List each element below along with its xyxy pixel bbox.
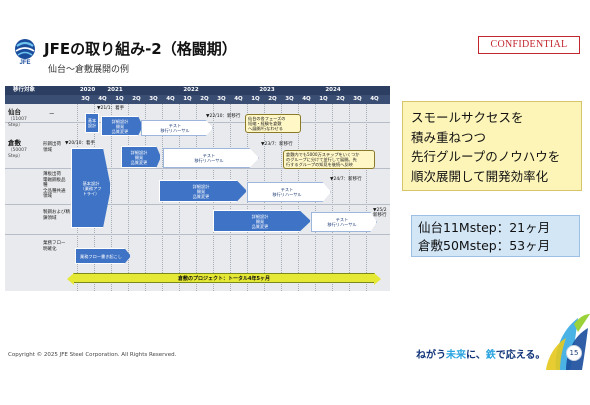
- year-2023: 2023: [259, 87, 275, 93]
- grid-line: [111, 104, 112, 291]
- note-sendai-learnings: 仙台の各フェーズの 短縮・経験を倉敷 へ展開/行なわせる: [245, 114, 301, 133]
- slogan-part: で応える。: [495, 350, 546, 361]
- group-label-sheet: 薄板出荷 電磁鋼板品 種 全品種共通 領域: [43, 172, 66, 199]
- quarter-cell: 4Q: [234, 96, 243, 102]
- quarter-cell: 1Q: [251, 96, 260, 102]
- bar-group2-detail-design: 詳細設計 開発 品質変更: [159, 180, 247, 202]
- key-message-box: スモールサクセスを 積み重ねつつ 先行グループのノウハウを 順次展開して開発効率…: [402, 101, 582, 191]
- key-message-line: 先行グループのノウハウを: [411, 149, 561, 164]
- quarter-cell: 3Q: [217, 96, 226, 102]
- row-label-sendai: 仙台: [8, 108, 21, 116]
- group-label-steelmaking: 製鋼および精 錬領域: [43, 210, 70, 221]
- quarter-cell: 1Q: [319, 96, 328, 102]
- quarter-cell: 3Q: [81, 96, 90, 102]
- year-2024: 2024: [325, 87, 341, 93]
- duration-kurashiki: 倉敷50Mstep：53ヶ月: [418, 238, 551, 253]
- bar-group1-detail-design: 詳細設計 開発 品質変更: [121, 146, 161, 168]
- page-number: 15: [566, 345, 582, 361]
- quarter-header-row: 3Q 4Q 1Q 2Q 3Q 4Q 1Q 2Q 3Q 4Q 1Q 2Q 3Q 4Q 1Q 2Q 3Q 4Q: [5, 95, 390, 104]
- bar-group2-test: テスト 移行リハーサル: [247, 182, 331, 202]
- bar-kurashiki-basic-design: 基本設計 （業務アフ トライ）: [71, 148, 111, 228]
- group-label-shape-steel: 形鋼出荷 領域: [43, 142, 61, 153]
- bar-sendai-detail-design: 詳細設計 開発 品質変更: [101, 116, 143, 136]
- decorative-swoosh-icon: [546, 314, 590, 370]
- total-duration-bar: 倉敷のプロジェクト：トータル4年5ヶ月: [67, 273, 381, 285]
- quarter-cell: 3Q: [285, 96, 294, 102]
- row-detail-sendai: （11007 Step）: [8, 117, 27, 128]
- grid-line: [349, 104, 350, 291]
- row-label-kurashiki: 倉敷: [8, 139, 21, 147]
- slogan-part: に、: [466, 350, 486, 361]
- row-separator: [5, 234, 390, 235]
- year-2022: 2022: [183, 87, 199, 93]
- quarter-cell: 4Q: [370, 96, 379, 102]
- corner-label: 移行対象: [12, 87, 35, 93]
- duration-sendai: 仙台11Mstep：21ヶ月: [418, 220, 551, 235]
- year-2021: 2021: [107, 87, 123, 93]
- confidential-stamp: CONFIDENTIAL: [478, 36, 580, 54]
- quarter-cell: 1Q: [115, 96, 124, 102]
- milestone-group2-cutover: ▼24/7：新移行: [330, 177, 362, 182]
- logo-wordmark: JFE: [19, 60, 31, 66]
- quarter-cell: 4Q: [166, 96, 175, 102]
- grid-line: [366, 104, 367, 291]
- corporate-slogan: ねがう未来に、鉄で応える。: [416, 346, 545, 361]
- key-message-line: 積み重ねつつ: [411, 129, 487, 145]
- row-sub-sendai: ー: [49, 112, 55, 118]
- quarter-cell: 2Q: [336, 96, 345, 102]
- bar-group1-test: テスト 移行リハーサル: [163, 148, 259, 168]
- page-title: JFEの取り組み-2（格闘期）: [44, 40, 237, 58]
- row-detail-kurashiki: （50007 Step）: [8, 148, 27, 159]
- slogan-highlight: 鉄: [485, 350, 496, 361]
- milestone-group1-cutover: ▼23/7：新移行: [261, 142, 293, 147]
- duration-summary-box: 仙台11Mstep：21ヶ月 倉敷50Mstep：53ヶ月: [411, 215, 580, 257]
- milestone-sendai-start: ▼21/1：着手: [97, 106, 125, 111]
- group-label-business-flow: 業務フロー 明確化: [43, 241, 66, 252]
- quarter-cell: 1Q: [183, 96, 192, 102]
- row-separator: [5, 168, 390, 169]
- slogan-part: ねがう: [416, 350, 446, 361]
- jfe-logo: JFE: [12, 38, 38, 70]
- quarter-cell: 3Q: [353, 96, 362, 102]
- year-header-row: 移行対象 2020 2021 2022 2023 2024: [5, 86, 390, 95]
- row-separator: [5, 204, 390, 205]
- note-kurashiki-parallel: 倉敷内でも5000万ステップをいくつか のグループに分けて並行して展開。先 行す…: [283, 150, 375, 169]
- bar-sendai-test: テスト 移行リハーサル: [141, 120, 213, 136]
- year-2020: 2020: [79, 87, 96, 93]
- quarter-cell: 2Q: [200, 96, 209, 102]
- milestone-sendai-cutover: ▼22/10：新移行: [206, 114, 241, 119]
- quarter-cell: 3Q: [149, 96, 158, 102]
- quarter-cell: 4Q: [98, 96, 107, 102]
- slogan-highlight: 未来: [446, 350, 466, 361]
- bar-group3-detail-design: 詳細設計 開発 品質変更: [213, 210, 311, 232]
- quarter-cell: 2Q: [268, 96, 277, 102]
- page-subtitle: 仙台～倉敷展開の例: [48, 65, 130, 75]
- grid-line: [332, 104, 333, 291]
- bar-group3-test: テスト 移行リハーサル: [311, 212, 377, 232]
- copyright-text: Copyright © 2025 JFE Steel Corporation. …: [8, 352, 177, 358]
- key-message-line: スモールサクセスを: [411, 110, 524, 125]
- jfe-globe-icon: [15, 39, 35, 59]
- grid-line: [128, 104, 129, 291]
- bar-business-flow: 業務フロー書き起こし: [75, 248, 131, 264]
- milestone-group3-cutover: ▼25/2 新移行: [373, 208, 387, 218]
- grid-line: [145, 104, 146, 291]
- quarter-cell: 2Q: [132, 96, 141, 102]
- bar-sendai-basic-design: 基本 設計: [85, 113, 99, 133]
- key-message-line: 順次展開して開発効率化: [411, 168, 549, 184]
- quarter-cell: 4Q: [302, 96, 311, 102]
- milestone-kurashiki-start: ▼20/10：着手: [65, 141, 95, 146]
